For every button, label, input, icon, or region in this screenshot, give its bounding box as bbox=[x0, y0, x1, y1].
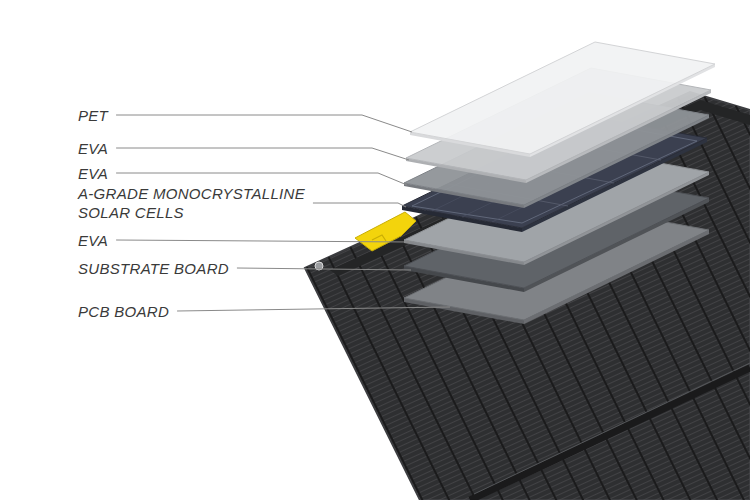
tab-mark bbox=[372, 235, 386, 241]
fold-seam bbox=[470, 368, 750, 500]
leader-line bbox=[116, 148, 409, 160]
yellow-tab bbox=[355, 212, 416, 251]
layer-label: EVA bbox=[78, 139, 278, 158]
layer-label: PET bbox=[78, 106, 278, 125]
layer-label: A-GRADE MONOCRYSTALLINE SOLAR CELLS bbox=[78, 184, 313, 222]
layer-label: EVA bbox=[78, 164, 278, 183]
leader-line bbox=[116, 115, 412, 132]
fold-seam-edge bbox=[474, 363, 750, 494]
leader-line bbox=[177, 307, 450, 311]
layer-stack bbox=[402, 42, 715, 324]
layer-label: PCB BOARD bbox=[78, 302, 318, 321]
leader-line bbox=[237, 268, 411, 270]
layer-label: EVA bbox=[78, 231, 278, 250]
pet-layer bbox=[410, 42, 715, 157]
layer-label: SUBSTRATE BOARD bbox=[78, 259, 318, 278]
leader-line bbox=[116, 173, 407, 185]
leader-line bbox=[116, 240, 410, 242]
leader-line bbox=[313, 203, 406, 207]
